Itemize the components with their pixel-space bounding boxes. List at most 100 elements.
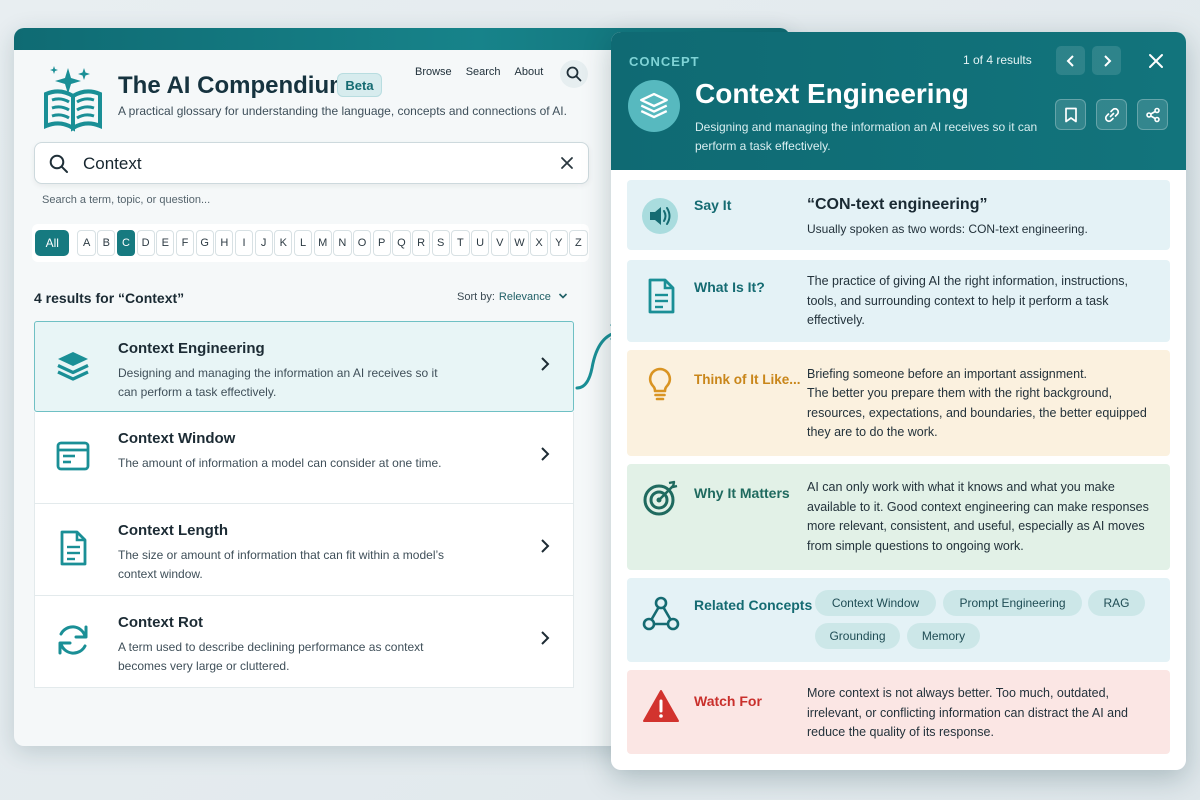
chevron-right-icon xyxy=(541,539,550,553)
close-icon[interactable] xyxy=(1147,52,1165,70)
pronunciation-note: Usually spoken as two words: CON-text en… xyxy=(807,222,1088,236)
alpha-letter-t[interactable]: T xyxy=(451,230,470,256)
chevron-right-icon xyxy=(541,447,550,461)
top-nav: Browse Search About xyxy=(415,66,543,78)
result-item-context-rot[interactable]: Context Rot A term used to describe decl… xyxy=(34,596,574,688)
related-pill-context-window[interactable]: Context Window xyxy=(815,590,936,616)
alpha-all-button[interactable]: All xyxy=(35,230,70,256)
target-icon xyxy=(643,480,678,516)
alpha-letter-f[interactable]: F xyxy=(175,230,195,256)
search-bar xyxy=(34,142,589,184)
alpha-letter-v[interactable]: V xyxy=(490,230,509,256)
bookmark-button[interactable] xyxy=(1055,99,1086,130)
think-of-it-line1: Briefing someone before an important ass… xyxy=(807,367,1088,381)
alpha-letter-r[interactable]: R xyxy=(411,230,431,256)
share-button[interactable] xyxy=(1137,99,1168,130)
previous-result-button[interactable] xyxy=(1056,46,1085,75)
alpha-letter-h[interactable]: H xyxy=(215,230,234,256)
alpha-letter-b[interactable]: B xyxy=(97,230,116,256)
alpha-letter-q[interactable]: Q xyxy=(392,230,411,256)
concept-tag: CONCEPT xyxy=(629,54,700,69)
alpha-letter-d[interactable]: D xyxy=(136,230,155,256)
think-of-it-line2: The better you prepare them with the rig… xyxy=(807,386,1147,439)
alpha-letter-p[interactable]: P xyxy=(372,230,391,256)
alpha-letter-g[interactable]: G xyxy=(195,230,214,256)
chevron-right-icon xyxy=(1103,54,1111,67)
result-item-context-engineering[interactable]: Context Engineering Designing and managi… xyxy=(34,321,574,412)
alpha-letter-a[interactable]: A xyxy=(77,230,96,256)
result-item-context-length[interactable]: Context Length The size or amount of inf… xyxy=(34,504,574,596)
chevron-left-icon xyxy=(1066,54,1074,67)
layers-icon xyxy=(57,352,89,381)
share-icon xyxy=(1145,107,1160,122)
what-is-it-label: What Is It? xyxy=(694,279,765,295)
result-desc: The size or amount of information that c… xyxy=(118,548,444,581)
why-it-matters-section: Why It Matters AI can only work with wha… xyxy=(627,464,1170,570)
alpha-letter-j[interactable]: J xyxy=(254,230,273,256)
speaker-icon[interactable] xyxy=(641,197,679,240)
alpha-letter-x[interactable]: X xyxy=(529,230,549,256)
sort-dropdown[interactable]: Sort by:Relevance xyxy=(457,291,568,303)
chevron-right-icon xyxy=(541,631,550,645)
think-of-it-section: Think of It Like... Briefing someone bef… xyxy=(627,350,1170,456)
result-position: 1 of 4 results xyxy=(963,53,1032,67)
nav-search-button[interactable] xyxy=(560,60,588,88)
alpha-letter-k[interactable]: K xyxy=(274,230,293,256)
alpha-letter-w[interactable]: W xyxy=(510,230,529,256)
next-result-button[interactable] xyxy=(1092,46,1121,75)
window-icon xyxy=(56,441,90,471)
related-concepts-label: Related Concepts xyxy=(694,597,813,613)
related-pill-grounding[interactable]: Grounding xyxy=(815,623,900,649)
related-pill-prompt-engineering[interactable]: Prompt Engineering xyxy=(943,590,1082,616)
chevron-down-icon xyxy=(558,293,568,299)
think-of-it-label: Think of It Like... xyxy=(694,372,801,387)
alpha-letter-l[interactable]: L xyxy=(293,230,313,256)
what-is-it-section: What Is It? The practice of giving AI th… xyxy=(627,260,1170,342)
alpha-letter-o[interactable]: O xyxy=(352,230,372,256)
alpha-letter-m[interactable]: M xyxy=(313,230,332,256)
related-pill-memory[interactable]: Memory xyxy=(907,623,980,649)
window-topbar xyxy=(14,28,790,50)
alpha-letter-z[interactable]: Z xyxy=(569,230,588,256)
result-item-context-window[interactable]: Context Window The amount of information… xyxy=(34,412,574,504)
result-title: Context Rot xyxy=(118,614,203,631)
network-icon xyxy=(642,596,680,631)
concept-summary: Designing and managing the information a… xyxy=(695,120,1038,153)
warning-icon xyxy=(643,690,679,722)
alpha-letter-i[interactable]: I xyxy=(234,230,254,256)
alpha-letter-n[interactable]: N xyxy=(333,230,352,256)
concept-title: Context Engineering xyxy=(695,78,969,109)
related-pill-rag[interactable]: RAG xyxy=(1088,590,1145,616)
clear-search-icon[interactable] xyxy=(559,155,575,171)
result-title: Context Engineering xyxy=(118,340,265,357)
nav-search-link[interactable]: Search xyxy=(465,66,501,78)
results-count: 4 results for “Context” xyxy=(34,290,185,306)
say-it-label: Say It xyxy=(694,197,732,213)
alpha-letter-u[interactable]: U xyxy=(470,230,490,256)
alpha-letter-c[interactable]: C xyxy=(116,230,136,256)
concept-icon xyxy=(628,80,680,132)
result-title: Context Window xyxy=(118,430,236,447)
document-icon xyxy=(60,530,87,566)
alpha-letter-s[interactable]: S xyxy=(431,230,450,256)
result-title: Context Length xyxy=(118,522,228,539)
nav-browse-link[interactable]: Browse xyxy=(415,66,452,78)
watch-for-section: Watch For More context is not always bet… xyxy=(627,670,1170,754)
search-icon xyxy=(49,154,68,173)
result-desc: A term used to describe declining perfor… xyxy=(118,640,424,673)
pronunciation: “CON-text engineering” xyxy=(807,196,988,213)
layers-icon xyxy=(640,92,668,119)
alpha-letter-e[interactable]: E xyxy=(156,230,175,256)
beta-badge: Beta xyxy=(337,73,382,97)
search-input[interactable] xyxy=(83,151,543,177)
copy-link-button[interactable] xyxy=(1096,99,1127,130)
related-concepts-section: Related Concepts Context Window Prompt E… xyxy=(627,578,1170,662)
alpha-letter-y[interactable]: Y xyxy=(549,230,568,256)
nav-about-link[interactable]: About xyxy=(514,66,544,78)
watch-for-label: Watch For xyxy=(694,693,762,709)
what-is-it-text: The practice of giving AI the right info… xyxy=(807,274,1128,327)
sort-value: Relevance xyxy=(498,291,551,303)
result-desc: The amount of information a model can co… xyxy=(118,456,442,470)
refresh-icon xyxy=(58,625,88,655)
